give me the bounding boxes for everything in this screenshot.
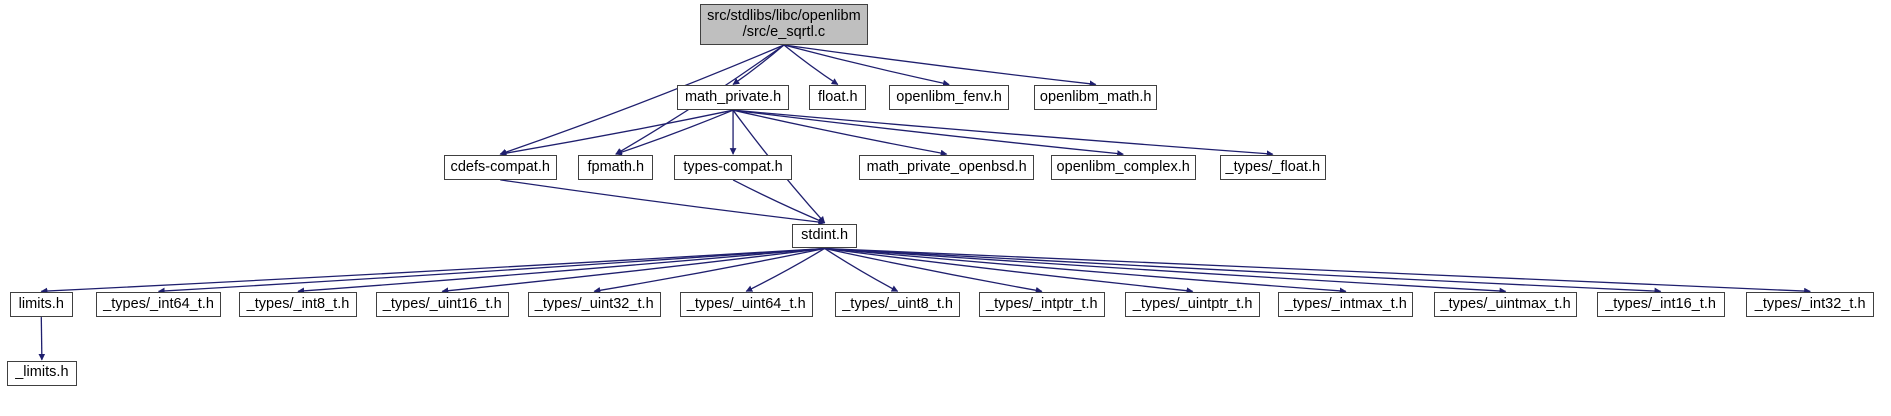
graph-node-fpmath[interactable]: fpmath.h	[578, 155, 654, 180]
graph-node-label: math_private_openbsd.h	[866, 158, 1027, 175]
graph-node-t_intmax[interactable]: _types/_intmax_t.h	[1278, 292, 1414, 318]
graph-node-label: _types/_intptr_t.h	[986, 295, 1098, 312]
graph-node-label: stdint.h	[801, 227, 849, 244]
graph-node-label: _types/_uintptr_t.h	[1132, 295, 1253, 312]
graph-edge-stdint-to-t_int32	[824, 247, 1811, 295]
graph-node-math_private[interactable]: math_private.h	[677, 85, 789, 111]
graph-node-label: src/stdlibs/libc/openlibm /src/e_sqrtl.c	[707, 8, 861, 40]
graph-node-t_uintptr[interactable]: _types/_uintptr_t.h	[1125, 292, 1261, 318]
graph-node-label: _limits.h	[15, 364, 69, 381]
graph-node-openlibm_complex[interactable]: openlibm_complex.h	[1050, 155, 1196, 180]
graph-edge-stdint-to-t_int64	[157, 247, 825, 295]
graph-edge-stdint-to-t_uint8	[824, 247, 899, 292]
graph-node-types_float[interactable]: _types/_float.h	[1219, 155, 1327, 180]
graph-edge-cdefs_compat-to-stdint	[500, 179, 826, 226]
graph-node-t_uint8[interactable]: _types/_uint8_t.h	[835, 292, 960, 318]
graph-edge-stdint-to-t_int8	[297, 247, 825, 295]
graph-node-t_uint32[interactable]: _types/_uint32_t.h	[527, 292, 661, 318]
graph-node-t_intptr[interactable]: _types/_intptr_t.h	[979, 292, 1105, 318]
graph-node-label: types-compat.h	[683, 158, 783, 175]
graph-edge-stdint-to-t_intptr	[824, 247, 1043, 294]
graph-node-label: fpmath.h	[587, 158, 645, 175]
graph-edge-math_private-to-cdefs_compat	[499, 109, 734, 157]
graph-edge-stdint-to-t_uintptr	[824, 247, 1194, 295]
graph-node-_limits[interactable]: _limits.h	[7, 360, 77, 386]
graph-edge-stdint-to-t_uint64	[745, 247, 825, 292]
graph-edge-math_private-to-types_float	[733, 109, 1274, 158]
graph-node-t_int8[interactable]: _types/_int8_t.h	[239, 292, 357, 318]
graph-edge-root-to-openlibm_fenv	[783, 44, 950, 87]
graph-node-label: _types/_uint32_t.h	[534, 295, 654, 312]
graph-node-label: limits.h	[18, 295, 64, 312]
graph-node-label: _types/_int64_t.h	[103, 295, 214, 312]
graph-node-label: _types/_uint64_t.h	[686, 295, 806, 312]
graph-edge-stdint-to-t_uint16	[441, 247, 825, 295]
graph-node-label: cdefs-compat.h	[450, 158, 550, 175]
graph-edge-math_private-to-math_private_obsd	[732, 109, 948, 157]
graph-edge-stdint-to-t_int16	[824, 247, 1662, 295]
graph-node-limits[interactable]: limits.h	[9, 292, 73, 318]
graph-edge-stdint-to-t_intmax	[824, 247, 1347, 295]
graph-edge-stdint-to-t_uintmax	[824, 247, 1507, 295]
graph-node-label: math_private.h	[684, 88, 782, 105]
graph-node-label: float.h	[817, 88, 858, 105]
graph-node-label: _types/_int8_t.h	[246, 295, 350, 312]
graph-edge-root-to-openlibm_math	[783, 44, 1097, 88]
graph-node-label: _types/_uint8_t.h	[842, 295, 954, 312]
graph-node-openlibm_fenv[interactable]: openlibm_fenv.h	[889, 85, 1009, 111]
graph-edge-stdint-to-t_uint32	[593, 247, 825, 294]
graph-node-t_int64[interactable]: _types/_int64_t.h	[95, 292, 222, 318]
graph-edge-math_private-to-openlibm_complex	[732, 109, 1124, 157]
graph-node-t_int16[interactable]: _types/_int16_t.h	[1596, 292, 1725, 318]
graph-node-stdint[interactable]: stdint.h	[792, 223, 857, 249]
graph-node-label: _types/_int16_t.h	[1605, 295, 1716, 312]
graph-node-cdefs_compat[interactable]: cdefs-compat.h	[444, 155, 557, 180]
graph-node-t_int32[interactable]: _types/_int32_t.h	[1746, 292, 1875, 318]
graph-node-openlibm_math[interactable]: openlibm_math.h	[1034, 85, 1158, 111]
graph-node-types_compat[interactable]: types-compat.h	[673, 155, 793, 180]
graph-node-float[interactable]: float.h	[809, 85, 867, 111]
graph-node-label: _types/_int32_t.h	[1754, 295, 1866, 312]
graph-node-t_uint16[interactable]: _types/_uint16_t.h	[375, 292, 509, 318]
graph-edge-types_compat-to-stdint	[732, 179, 826, 224]
graph-node-root[interactable]: src/stdlibs/libc/openlibm /src/e_sqrtl.c	[700, 4, 868, 45]
graph-node-math_private_obsd[interactable]: math_private_openbsd.h	[859, 155, 1035, 180]
graph-node-label: openlibm_fenv.h	[896, 88, 1002, 105]
graph-edge-stdint-to-limits	[40, 247, 825, 295]
graph-edge-root-to-float	[783, 44, 839, 85]
graph-node-label: openlibm_math.h	[1039, 88, 1152, 105]
graph-node-label: _types/_float.h	[1225, 158, 1321, 175]
graph-node-label: openlibm_complex.h	[1056, 158, 1190, 175]
graph-node-label: _types/_uintmax_t.h	[1440, 295, 1571, 312]
graph-edge-limits-to-_limits	[38, 317, 46, 361]
graph-node-t_uintmax[interactable]: _types/_uintmax_t.h	[1433, 292, 1578, 318]
graph-node-t_uint64[interactable]: _types/_uint64_t.h	[679, 292, 813, 318]
graph-node-label: _types/_intmax_t.h	[1284, 295, 1407, 312]
graph-node-label: _types/_uint16_t.h	[382, 295, 502, 312]
graph-edge-math_private-to-fpmath	[615, 109, 734, 156]
graph-edge-root-to-math_private	[732, 44, 785, 85]
